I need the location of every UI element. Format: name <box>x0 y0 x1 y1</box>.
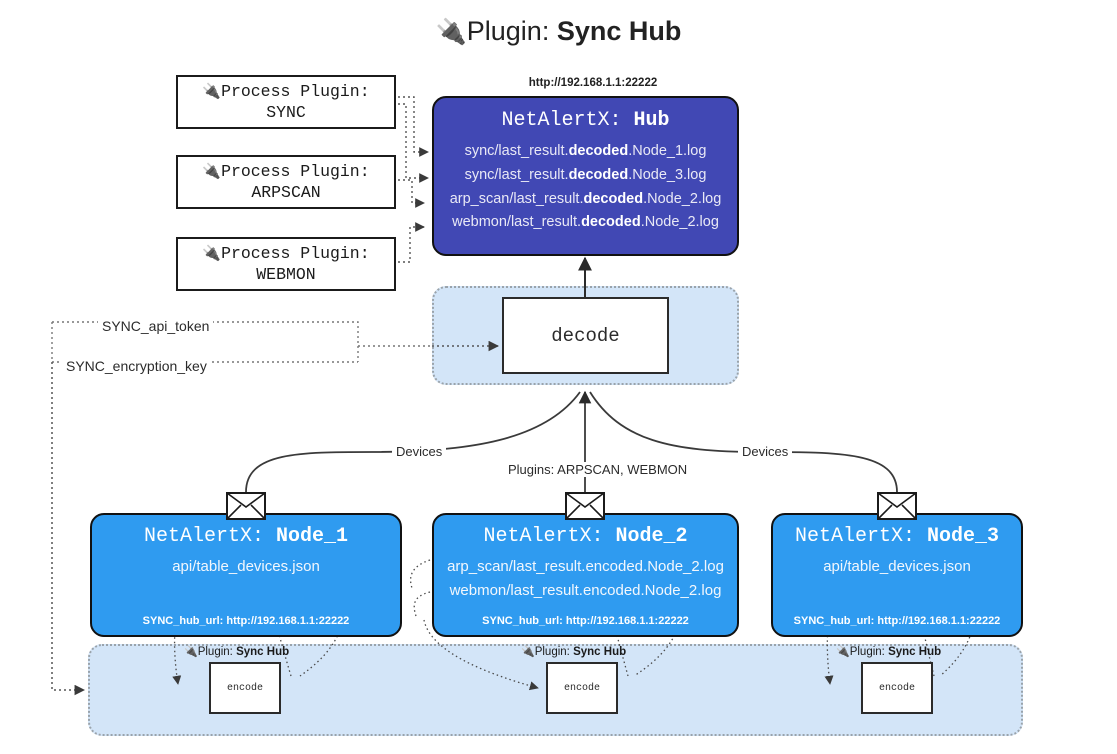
wire-webmon-to-row4 <box>398 222 425 263</box>
plugin-tag-sync-hub-3: 🔌Plugin: Sync Hub <box>836 646 942 658</box>
process-plugin-line2: WEBMON <box>256 265 316 284</box>
process-plugin-box-webmon[interactable]: 🔌Process Plugin: WEBMON <box>176 237 396 291</box>
node-footer: SYNC_hub_url: http://192.168.1.1:22222 <box>793 615 1001 627</box>
hub-log-rows: sync/last_result.decoded.Node_1.log sync… <box>434 141 737 234</box>
plug-icon: 🔌 <box>202 81 222 100</box>
node-card-node-1[interactable]: NetAlertX: Node_1 api/table_devices.json… <box>90 513 402 637</box>
wire-sync-to-row2 <box>398 103 429 183</box>
wire-node1-to-decode <box>245 391 581 493</box>
hub-log-row: sync/last_result.decoded.Node_1.log <box>464 143 707 159</box>
plug-icon: 🔌 <box>521 646 535 658</box>
encode-box-2[interactable]: encode <box>546 662 618 714</box>
envelope-icon <box>877 492 917 520</box>
node-line: arp_scan/last_result.encoded.Node_2.log <box>447 558 724 575</box>
label-plugins-center: Plugins: ARPSCAN, WEBMON <box>504 462 692 477</box>
node-footer: SYNC_hub_url: http://192.168.1.1:22222 <box>482 615 689 627</box>
label-sync-encryption-key: SYNC_encryption_key <box>62 358 211 374</box>
label-sync-api-token: SYNC_api_token <box>98 318 214 334</box>
node-footer: SYNC_hub_url: http://192.168.1.1:22222 <box>142 615 350 627</box>
decode-box[interactable]: decode <box>502 297 669 374</box>
wire-enc-key-to-encode-pane <box>51 362 86 696</box>
envelope-icon <box>565 492 605 520</box>
node-lines: api/table_devices.json <box>773 556 1021 578</box>
envelope-icon <box>226 492 266 520</box>
plug-icon: 🔌 <box>202 243 222 262</box>
hub-title: NetAlertX: Hub <box>501 109 670 132</box>
wire-node2-webmon-in <box>413 591 431 617</box>
node-card-node-2[interactable]: NetAlertX: Node_2 arp_scan/last_result.e… <box>432 513 739 637</box>
node-title: NetAlertX: Node_2 <box>483 525 688 548</box>
plug-icon: 🔌 <box>184 646 198 658</box>
wire-sync-to-row1 <box>398 96 429 157</box>
node-lines: api/table_devices.json <box>92 556 400 578</box>
node-title: NetAlertX: Node_1 <box>143 525 349 548</box>
wire-node2-arp-in <box>409 559 431 589</box>
node-lines: arp_scan/last_result.encoded.Node_2.log … <box>434 556 737 602</box>
page-title: 🔌Plugin: Sync Hub <box>0 16 1117 47</box>
encode-box-1[interactable]: encode <box>209 662 281 714</box>
encode-box-3[interactable]: encode <box>861 662 933 714</box>
node-line: api/table_devices.json <box>823 558 971 575</box>
process-plugin-line2: SYNC <box>266 103 306 122</box>
plugin-tag-sync-hub-2: 🔌Plugin: Sync Hub <box>521 646 627 658</box>
process-plugin-box-arpscan[interactable]: 🔌Process Plugin: ARPSCAN <box>176 155 396 209</box>
node-line: webmon/last_result.encoded.Node_2.log <box>449 581 722 599</box>
title-prefix: Plugin: <box>466 16 550 46</box>
plugin-tag-sync-hub-1: 🔌Plugin: Sync Hub <box>184 646 290 658</box>
process-plugin-line1: 🔌Process Plugin: <box>202 243 370 263</box>
hub-log-row: arp_scan/last_result.decoded.Node_2.log <box>449 190 722 207</box>
plug-icon: 🔌 <box>836 646 850 658</box>
label-devices-left: Devices <box>392 444 447 459</box>
process-plugin-line2: ARPSCAN <box>251 183 321 202</box>
title-name: Sync Hub <box>556 16 682 46</box>
process-plugin-line1: 🔌Process Plugin: <box>202 161 370 181</box>
hub-url-label: http://192.168.1.1:22222 <box>528 77 658 89</box>
wire-arpscan-to-row3 <box>398 179 425 208</box>
node-line: api/table_devices.json <box>172 558 320 575</box>
hub-log-row: webmon/last_result.decoded.Node_2.log <box>452 214 719 231</box>
label-devices-right: Devices <box>738 444 793 459</box>
process-plugin-box-sync[interactable]: 🔌Process Plugin: SYNC <box>176 75 396 129</box>
plug-icon: 🔌 <box>202 161 222 180</box>
process-plugin-line1: 🔌Process Plugin: <box>202 81 370 101</box>
wire-node3-to-decode <box>589 391 898 493</box>
hub-card[interactable]: NetAlertX: Hub sync/last_result.decoded.… <box>432 96 739 256</box>
node-card-node-3[interactable]: NetAlertX: Node_3 api/table_devices.json… <box>771 513 1023 637</box>
node-title: NetAlertX: Node_3 <box>794 525 1000 548</box>
hub-log-row: sync/last_result.decoded.Node_3.log <box>464 166 707 183</box>
plug-icon: 🔌 <box>435 18 467 46</box>
